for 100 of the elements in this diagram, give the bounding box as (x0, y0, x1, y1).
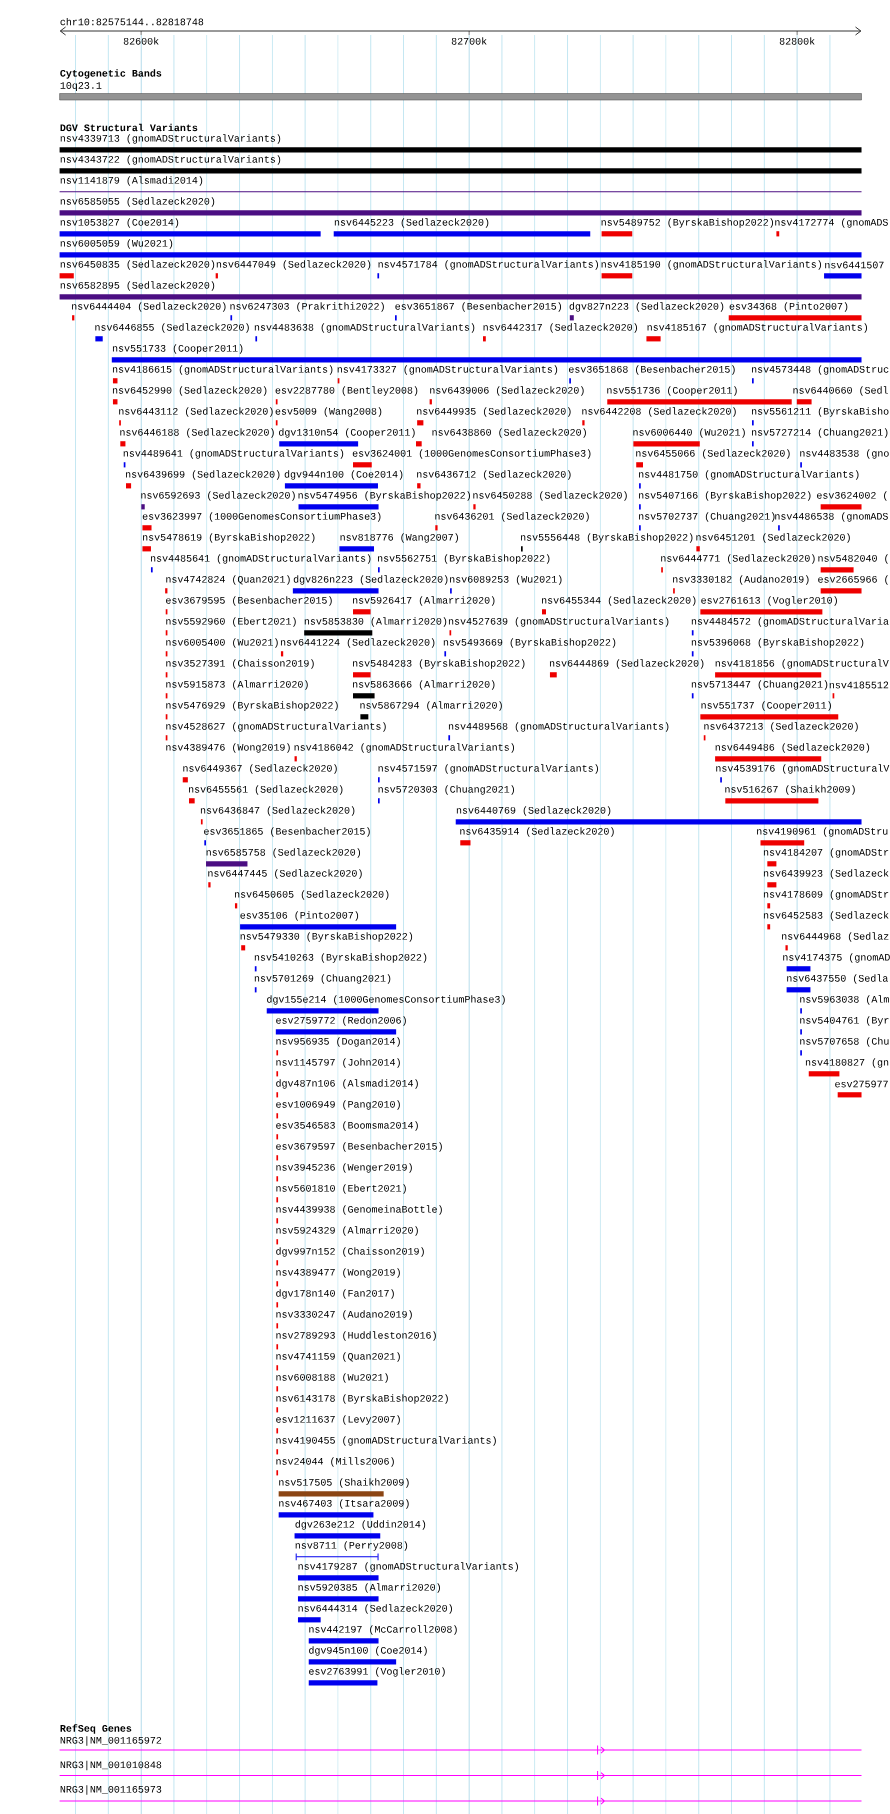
variant-label: nsv6455344 (Sedlazeck2020) (542, 596, 696, 606)
tick-label: 82800k (779, 37, 815, 45)
variant-label: nsv6437550 (Sedla (787, 974, 888, 984)
variant-label: nsv4389476 (Wong2019) (166, 743, 290, 753)
variant-label: nsv6438860 (Sedlazeck2020) (432, 428, 586, 438)
variant-label: nsv4173327 (gnomADStructuralVariants) (337, 365, 558, 375)
variant-label: nsv3330182 (Audano2019) (673, 575, 809, 585)
variant-label: nsv4742824 (Quan2021) (166, 575, 290, 585)
variant-label: nsv4486538 (gnomADS (775, 512, 888, 522)
variant-label: nsv818776 (Wang2007) (340, 533, 458, 543)
variant-label: nsv5713447 (Chuang2021) (691, 680, 828, 690)
variant-label: nsv5482040 ( (818, 554, 888, 564)
variant-label: nsv4185167 (gnomADStructuralVariants) (647, 323, 867, 333)
variant-label: nsv6443112 (Sedlazeck2020) (119, 407, 273, 417)
variant-label: nsv6444314 (Sedlazeck2020) (298, 1604, 452, 1614)
variant-label: nsv517505 (Shaikh2009) (279, 1478, 409, 1488)
variant-label: nsv4483538 (gno (800, 449, 889, 459)
track-title: Cytogenetic Bands (60, 69, 162, 79)
variant-label: esv3624002 ( (817, 491, 887, 501)
variant-label: nsv4190455 (gnomADStructuralVariants) (276, 1436, 496, 1446)
variant-label: nsv5407166 (ByrskaBishop2022) (639, 491, 811, 501)
variant-label: nsv5479330 (ByrskaBishop2022) (240, 932, 413, 942)
tick-label: 82600k (123, 37, 159, 45)
variant-label: esv3651868 (Besenbacher2015) (569, 365, 735, 375)
variant-label: nsv4489568 (gnomADStructuralVariants) (448, 722, 669, 732)
variant-label: esv2761613 (Vogler2010) (701, 596, 837, 606)
variant-label: nsv6446188 (Sedlazeck2020) (120, 428, 274, 438)
variant-label: nsv6437213 (Sedlazeck2020) (704, 722, 858, 732)
variant-label: nsv4172774 (gnomADS (775, 218, 888, 228)
variant-label: nsv4741159 (Quan2021) (276, 1352, 400, 1362)
variant-label: nsv6450835 (Sedlazeck2020) (60, 260, 215, 270)
variant-label: nsv6447445 (Sedlazeck2020) (208, 869, 362, 879)
variant-label: nsv6435914 (Sedlazeck2020) (460, 827, 614, 837)
variant-label: nsv5601810 (Ebert2021) (276, 1184, 406, 1194)
variant-label: esv2665966 ( (818, 575, 888, 585)
variant-label: dgv826n223 (Sedlazeck2020) (293, 575, 448, 585)
variant-label: nsv4527639 (gnomADStructuralVariants) (448, 617, 669, 627)
variant-label: nsv6451201 (Sedlazeck2020) (696, 533, 850, 543)
variant-label: esv3679595 (Besenbacher2015) (166, 596, 332, 606)
variant-label: dgv487n106 (Alsmadi2014) (276, 1079, 418, 1089)
variant-label: nsv6143178 (ByrskaBishop2022) (276, 1394, 448, 1404)
variant-label: nsv4186042 (gnomADStructuralVariants) (294, 743, 514, 753)
variant-label: nsv1141879 (Alsmadi2014) (60, 176, 203, 186)
variant-label: nsv4528627 (gnomADStructuralVariants) (166, 722, 386, 732)
variant-label: nsv6449486 (Sedlazeck2020) (715, 743, 870, 753)
variant-label: nsv6006440 (Wu2021) (633, 428, 745, 438)
variant-label: nsv6005400 (Wu2021) (166, 638, 278, 648)
variant-label: nsv4539176 (gnomADStructuralV (716, 764, 890, 774)
variant-label: nsv6005059 (Wu2021) (60, 239, 173, 249)
variant-label: nsv6439699 (Sedlazeck2020) (126, 470, 280, 480)
variant-label: nsv4185190 (gnomADStructuralVariants) (601, 260, 822, 270)
band-label: 10q23.1 (60, 82, 102, 91)
variant-label: nsv467403 (Itsara2009) (279, 1499, 409, 1509)
variant-label: nsv6247303 (Prakrithi2022) (230, 302, 384, 312)
variant-label: nsv4190961 (gnomADStru (757, 827, 888, 837)
variant-label: nsv4181856 (gnomADStructuralV (715, 659, 889, 669)
variant-label: nsv5926417 (Almarri2020) (353, 596, 495, 606)
variant-label: esv34368 (Pinto2007) (729, 302, 848, 312)
variant-label: nsv1053827 (Coe2014) (60, 218, 179, 228)
variant-label: nsv6585758 (Sedlazeck2020) (206, 848, 361, 858)
variant-label: nsv5853830 (Almarri2020) (304, 617, 447, 627)
variant-label: dgv944n100 (Coe2014) (284, 470, 403, 480)
variant-label: nsv6444404 (Sedlazeck2020) (72, 302, 226, 312)
variant-label: nsv5701269 (Chuang2021) (254, 974, 391, 984)
variant-label: nsv5478619 (ByrskaBishop2022) (143, 533, 315, 543)
variant-label: nsv6449367 (Sedlazeck2020) (183, 764, 337, 774)
variant-label: nsv6444869 (Sedlazeck2020) (549, 659, 704, 669)
variant-label: nsv5924329 (Almarri2020) (276, 1226, 418, 1236)
variant-label: nsv6447049 (Sedlazeck2020) (216, 260, 371, 270)
variant-label: nsv6444968 (Sedlaz (782, 932, 889, 942)
variant-label: nsv4339713 (gnomADStructuralVariants) (60, 134, 281, 144)
tick-label: 82700k (451, 37, 487, 45)
variant-label: nsv4343722 (gnomADStructuralVariants) (60, 155, 281, 165)
variant-label: esv3651867 (Besenbacher2015) (395, 302, 562, 312)
variant-label: nsv6436201 (Sedlazeck2020) (435, 512, 589, 522)
variant-label: esv275977 (835, 1080, 888, 1088)
variant-label: dgv155e214 (1000GenomesConsortiumPhase3) (267, 995, 505, 1005)
variant-label: esv3651865 (Besenbacher2015) (204, 827, 370, 837)
variant-label: nsv6442208 (Sedlazeck2020) (582, 407, 736, 417)
variant-label: nsv6450605 (Sedlazeck2020) (235, 890, 389, 900)
variant-label: dgv263e212 (Uddin2014) (295, 1520, 426, 1530)
variant-label: nsv5404761 (Byr (800, 1016, 889, 1026)
variant-label: nsv5920385 (Almarri2020) (298, 1583, 440, 1593)
variant-label: nsv5707658 (Chu (800, 1037, 889, 1047)
variant-label: esv1006949 (Pang2010) (276, 1100, 400, 1110)
variant-label: nsv551737 (Cooper2011) (701, 701, 831, 711)
variant-label: nsv5396068 (ByrskaBishop2022) (691, 638, 864, 648)
variant-label: dgv945n100 (Coe2014) (309, 1646, 427, 1656)
variant-label: nsv4481750 (gnomADStructuralVariants) (639, 470, 859, 480)
variant-label: nsv551733 (Cooper2011) (112, 344, 243, 354)
variant-label: nsv6089253 (Wu2021) (450, 575, 562, 585)
variant-label: nsv5720303 (Chuang2021) (378, 785, 514, 795)
variant-label: nsv4174375 (gnomAD (783, 953, 890, 963)
variant-label: nsv4178609 (gnomADStr (763, 890, 889, 900)
variant-label: nsv6592693 (Sedlazeck2020) (141, 491, 295, 501)
variant-label: esv5009 (Wang2008) (275, 407, 382, 417)
variant-label: nsv4571784 (gnomADStructuralVariants) (378, 260, 598, 270)
variant-label: nsv6585055 (Sedlazeck2020) (60, 197, 215, 207)
variant-label: nsv6455066 (Sedlazeck2020) (636, 449, 790, 459)
variant-label: esv2763991 (Vogler2010) (309, 1667, 445, 1677)
